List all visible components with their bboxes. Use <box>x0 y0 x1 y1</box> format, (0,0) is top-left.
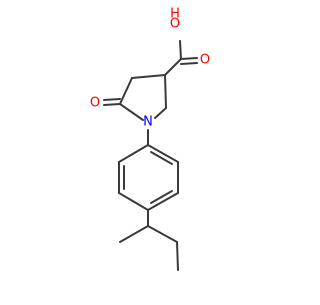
bond-c4-c5 <box>119 77 133 105</box>
bond-c5-n <box>119 103 144 121</box>
bonds <box>103 40 198 271</box>
bond-ch-methyl <box>119 225 149 243</box>
bond-ar-inner3 <box>150 151 173 165</box>
bond-ar1 <box>118 144 149 163</box>
bond-n-c2 <box>154 107 167 119</box>
bond-c5-o-b <box>103 98 121 101</box>
atom-hydroxyl-o: O <box>170 17 180 32</box>
bond-ch-ch2 <box>147 225 178 243</box>
bond-ar-inner2 <box>150 190 173 204</box>
atom-hydroxyl-h: H <box>170 7 180 22</box>
bond-ar3 <box>118 192 149 211</box>
bond-c-oh <box>179 40 182 60</box>
bond-c5-o-a <box>103 103 121 106</box>
bond-ar6 <box>147 144 179 163</box>
bond-c-o-double-a <box>180 57 198 60</box>
atom-carbonyl-o-lactam: O <box>90 96 100 111</box>
molecule-canvas: O H O O N <box>90 7 210 271</box>
atom-carbonyl-o-acid: O <box>200 53 210 68</box>
bond-c3-c4 <box>131 74 166 79</box>
structure-diagram: O H O O N <box>90 7 210 271</box>
bond-c-ring <box>164 58 182 76</box>
bond-ch2-ch3 <box>176 241 179 271</box>
bond-c-o-double-b <box>180 62 198 65</box>
bond-ar4 <box>147 192 179 211</box>
bond-c2-c3 <box>164 74 167 109</box>
atom-ring-n: N <box>143 115 153 130</box>
